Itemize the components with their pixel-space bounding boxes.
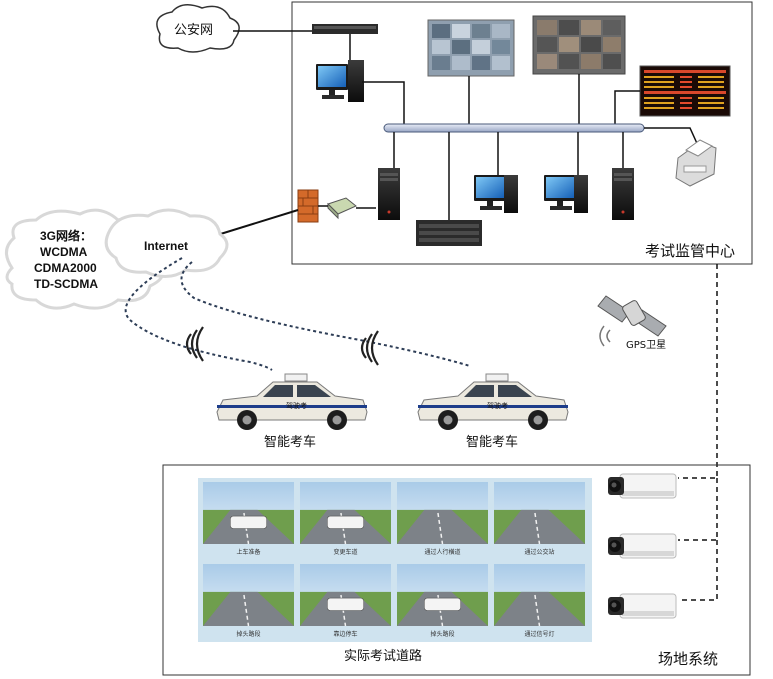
road-photo-caption: 上车准备 (236, 548, 260, 556)
public-network-label: 公安网 (174, 23, 213, 38)
field-system-frame (162, 464, 751, 676)
road-photo-caption: 靠边停车 (333, 630, 357, 638)
network-bus (383, 123, 645, 133)
road-photo-caption: 掉头路段 (236, 630, 260, 638)
road-photo: 通过公交站 (494, 482, 585, 556)
server-icon (378, 168, 400, 220)
car-plate: 驾驶考 (286, 401, 307, 410)
road-photo: 变更车道 (300, 482, 391, 556)
road-photo: 通过信号灯 (494, 564, 585, 638)
road-photo-caption: 掉头路段 (430, 630, 454, 638)
internet-label: Internet (144, 239, 188, 253)
firewall-icon (297, 189, 319, 223)
road-photo: 上车准备 (203, 482, 294, 556)
road-photo-caption: 变更车道 (333, 548, 357, 556)
gps-label: GPS卫星 (626, 339, 666, 351)
road-photo: 靠边停车 (300, 564, 391, 638)
video-wall-icon (532, 15, 626, 75)
client-pc-icon (474, 175, 518, 213)
cellular-network-cloud: 3G网络： WCDMA CDMA2000 TD-SCDMA Internet (5, 208, 229, 310)
cellular-line: 3G网络： (40, 228, 92, 243)
cellular-line: CDMA2000 (34, 261, 97, 275)
road-photo-caption: 通过信号灯 (524, 630, 554, 638)
camera-icon (607, 533, 677, 559)
road-photo-caption: 通过公交站 (524, 548, 554, 556)
gps-satellite-icon: GPS卫星 (597, 295, 667, 351)
field-link (678, 264, 718, 479)
road-photo-caption: 通过人行横道 (424, 548, 460, 556)
monitoring-center-label: 考试监管中心 (645, 242, 735, 260)
cellular-line: WCDMA (40, 245, 88, 259)
workstation-icon (316, 60, 364, 102)
car-label: 智能考车 (466, 434, 518, 450)
switch-icon (312, 24, 378, 34)
video-wall-icon (427, 19, 515, 77)
printer-icon (675, 139, 717, 187)
road-photo: 通过人行横道 (397, 482, 488, 556)
camera-icon (607, 473, 677, 499)
client-pc-icon (544, 175, 588, 213)
road-photo: 掉头路段 (397, 564, 488, 638)
cellular-line: TD-SCDMA (34, 277, 98, 291)
camera-icon (607, 593, 677, 619)
rack-server-icon (416, 220, 482, 246)
server-icon (612, 168, 634, 220)
signal-icon (185, 325, 205, 363)
public-network-cloud: 公安网 (156, 4, 240, 53)
field-system-label: 场地系统 (658, 650, 718, 668)
car-plate: 驾驶考 (487, 401, 508, 410)
road-photo: 掉头路段 (203, 564, 294, 638)
wireless-link (124, 257, 273, 371)
led-display-icon (639, 65, 731, 117)
wireless-link (180, 261, 471, 367)
monitoring-center-frame (291, 1, 753, 265)
car-label: 智能考车 (264, 434, 316, 450)
road-panel-caption: 实际考试道路 (344, 648, 422, 664)
signal-icon (360, 329, 380, 367)
